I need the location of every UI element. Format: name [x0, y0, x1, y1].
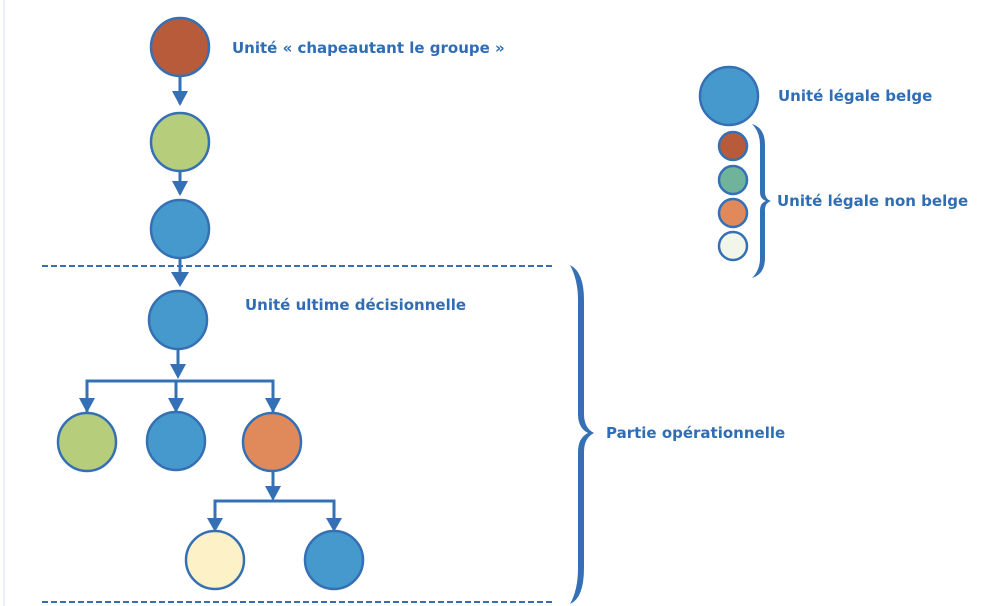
- legend-non-belgian-swatch: [717, 164, 749, 196]
- arrowhead: [172, 91, 188, 106]
- node-level2: [149, 198, 211, 260]
- node-child-1: [56, 411, 118, 473]
- node-grandchild-1: [184, 529, 246, 591]
- legend-non-belgian-swatch: [717, 230, 749, 262]
- bus-level2: [85, 379, 275, 412]
- arrowhead: [265, 398, 281, 413]
- node-child-3: [241, 411, 303, 473]
- arrowhead: [171, 272, 189, 287]
- arrowhead: [326, 518, 342, 532]
- node-child-2: [145, 410, 207, 472]
- legend-brace: [752, 124, 771, 278]
- node-ultimate-unit: [147, 289, 209, 351]
- arrowhead: [79, 398, 95, 413]
- legend-non-belgian-swatch: [717, 197, 749, 229]
- arrowhead: [207, 518, 223, 532]
- arrowhead: [265, 486, 281, 501]
- legend-belgian-label: Unité légale belge: [778, 87, 933, 105]
- arrowhead: [168, 398, 184, 413]
- bus-level3: [213, 499, 336, 526]
- legend-non-belgian-swatch: [717, 130, 749, 162]
- operational-brace: [570, 265, 594, 604]
- node-top-unit: [149, 16, 211, 78]
- legend-belgian-swatch: [698, 65, 760, 127]
- left-border: [3, 0, 5, 606]
- legend-non-belgian-label: Unité légale non belge: [777, 192, 969, 210]
- label-top-unit: Unité « chapeautant le groupe »: [232, 39, 505, 57]
- arrowhead: [170, 364, 186, 379]
- node-level1: [149, 111, 211, 173]
- label-operational-part: Partie opérationnelle: [606, 424, 786, 442]
- label-ultimate-unit: Unité ultime décisionnelle: [245, 296, 467, 314]
- arrowhead: [172, 181, 188, 196]
- node-grandchild-2: [303, 529, 365, 591]
